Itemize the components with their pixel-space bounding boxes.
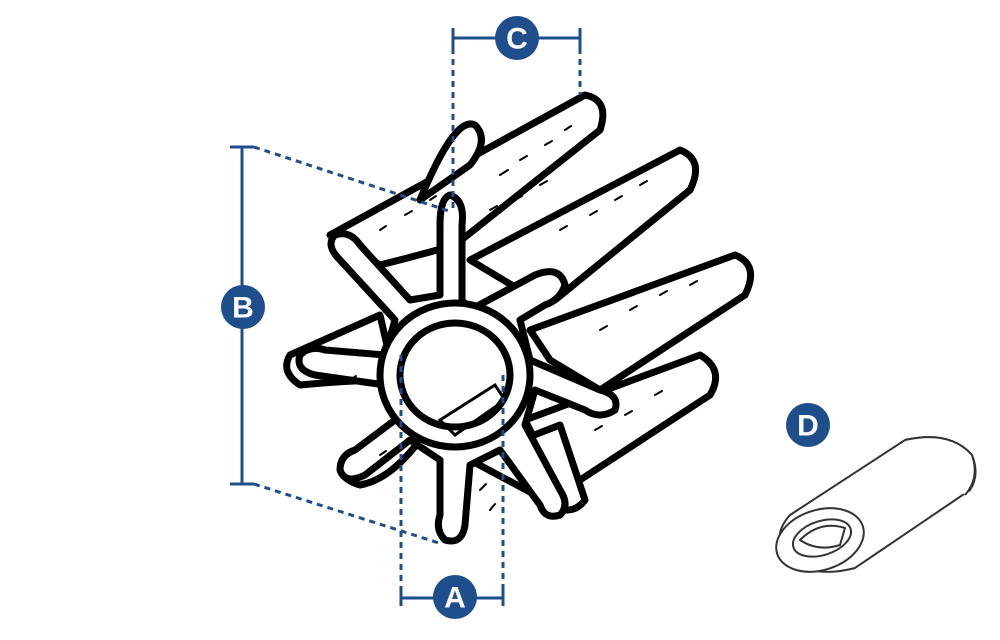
label-b-badge [221,285,265,329]
dimension-c: C [451,16,582,212]
label-d-badge [786,403,830,447]
rubber-texture [349,125,698,511]
label-a-badge [433,575,477,619]
sleeve-insert-icon: D [775,403,977,573]
impeller-hub [295,191,620,545]
dimension-b: B [221,145,453,546]
impeller-icon [283,91,755,545]
dimension-a: A [399,355,505,619]
label-c: C [506,23,528,56]
label-b: B [232,292,254,325]
label-a: A [444,582,466,615]
label-d: D [797,410,819,443]
label-c-badge [495,16,539,60]
